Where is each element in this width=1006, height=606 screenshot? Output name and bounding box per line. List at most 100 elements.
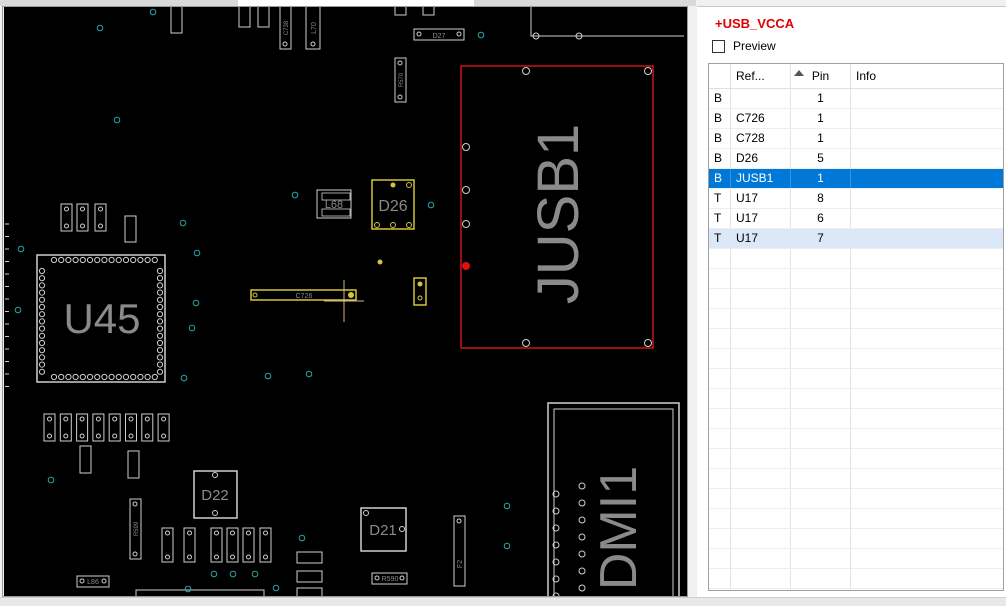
info-cell	[851, 189, 1003, 208]
status-bar	[0, 597, 1006, 606]
empty-row	[709, 309, 1003, 329]
pin-cell: 1	[791, 89, 851, 108]
ref-cell: C726	[731, 109, 791, 128]
component-u45[interactable]: U45	[36, 254, 166, 383]
side-cell: T	[709, 189, 731, 208]
r599-label: R599	[134, 521, 140, 536]
component-r599[interactable]: R599	[129, 498, 142, 560]
component-l86[interactable]: L86	[76, 575, 110, 588]
empty-row	[709, 449, 1003, 469]
net-name: +USB_VCCA	[715, 16, 795, 31]
component-d21[interactable]: D21	[360, 507, 407, 552]
info-cell	[851, 149, 1003, 168]
l68-label: L68	[325, 199, 343, 211]
side-cell: T	[709, 209, 731, 228]
side-cell: B	[709, 109, 731, 128]
active-layout-tab[interactable]	[238, 0, 474, 6]
empty-row	[709, 369, 1003, 389]
pcb-canvas[interactable]: U45 JUSB1 D26	[4, 6, 687, 596]
info-cell	[851, 109, 1003, 128]
column-header-info[interactable]: Info	[851, 64, 1003, 88]
empty-row	[709, 409, 1003, 429]
component-d22[interactable]: D22	[193, 470, 238, 519]
c726-label: C726	[296, 293, 313, 300]
component-d27[interactable]: D27	[413, 28, 465, 41]
column-header-pin[interactable]: Pin	[791, 64, 851, 88]
side-cell: B	[709, 89, 731, 108]
column-header-side[interactable]	[709, 64, 731, 88]
ref-cell: JUSB1	[731, 169, 791, 188]
empty-row	[709, 549, 1003, 569]
ref-cell: U17	[731, 189, 791, 208]
pin-cell: 8	[791, 189, 851, 208]
u45-label: U45	[63, 295, 140, 342]
pin-cell: 1	[791, 169, 851, 188]
ref-cell: D26	[731, 149, 791, 168]
panel-tab-strip	[697, 0, 1006, 7]
info-cell	[851, 209, 1003, 228]
dmi1-label: DMI1	[590, 466, 648, 590]
info-cell	[851, 89, 1003, 108]
side-cell: B	[709, 129, 731, 148]
preview-checkbox[interactable]: Preview	[712, 39, 776, 53]
empty-row	[709, 529, 1003, 549]
pin-cell: 6	[791, 209, 851, 228]
ref-cell: U17	[731, 229, 791, 248]
empty-row	[709, 509, 1003, 529]
component-jusb1[interactable]: JUSB1	[460, 65, 654, 349]
d21-label: D21	[369, 522, 397, 539]
column-header-ref[interactable]: Ref...	[731, 64, 804, 88]
empty-row	[709, 469, 1003, 489]
component-l68[interactable]: L68	[316, 189, 352, 219]
empty-row	[709, 349, 1003, 369]
info-cell	[851, 229, 1003, 248]
f2-label: F2	[457, 560, 464, 568]
l86-label: L86	[87, 579, 99, 586]
empty-row	[709, 569, 1003, 589]
d22-label: D22	[201, 487, 229, 504]
empty-row	[709, 289, 1003, 309]
component-dmi1[interactable]: DMI1	[547, 402, 680, 596]
side-cell: B	[709, 149, 731, 168]
pin-cell: 1	[791, 129, 851, 148]
component-r590[interactable]: R590	[371, 572, 408, 585]
l70-label: L70	[311, 22, 318, 34]
pin-table-header: Ref... Pin Info	[709, 64, 1003, 89]
jusb1-label: JUSB1	[526, 124, 591, 305]
jusb1-pin1-highlight[interactable]	[462, 262, 470, 270]
component-c738[interactable]: C738	[279, 6, 292, 50]
d26-label: D26	[378, 198, 407, 215]
info-cell	[851, 169, 1003, 188]
component-r570[interactable]: R570	[394, 57, 407, 103]
component-f2[interactable]: F2	[453, 515, 466, 587]
component-d26[interactable]: D26	[371, 179, 415, 230]
sort-ascending-icon	[794, 70, 804, 76]
empty-row	[709, 249, 1003, 269]
component-l70[interactable]: L70	[305, 6, 321, 50]
info-cell	[851, 129, 1003, 148]
d27-label: D27	[433, 33, 446, 40]
pcb-drawing[interactable]: U45 JUSB1 D26	[4, 6, 687, 596]
ref-cell: U17	[731, 209, 791, 228]
empty-row	[709, 489, 1003, 509]
empty-row	[709, 589, 1003, 590]
r590-label: R590	[382, 576, 399, 583]
side-cell: T	[709, 229, 731, 248]
c738-label: C738	[284, 20, 290, 35]
preview-checkbox-box[interactable]	[712, 39, 725, 53]
pin-cell: 1	[791, 109, 851, 128]
empty-row	[709, 269, 1003, 289]
component-c726[interactable]: C726	[250, 280, 364, 322]
side-cell: B	[709, 169, 731, 188]
